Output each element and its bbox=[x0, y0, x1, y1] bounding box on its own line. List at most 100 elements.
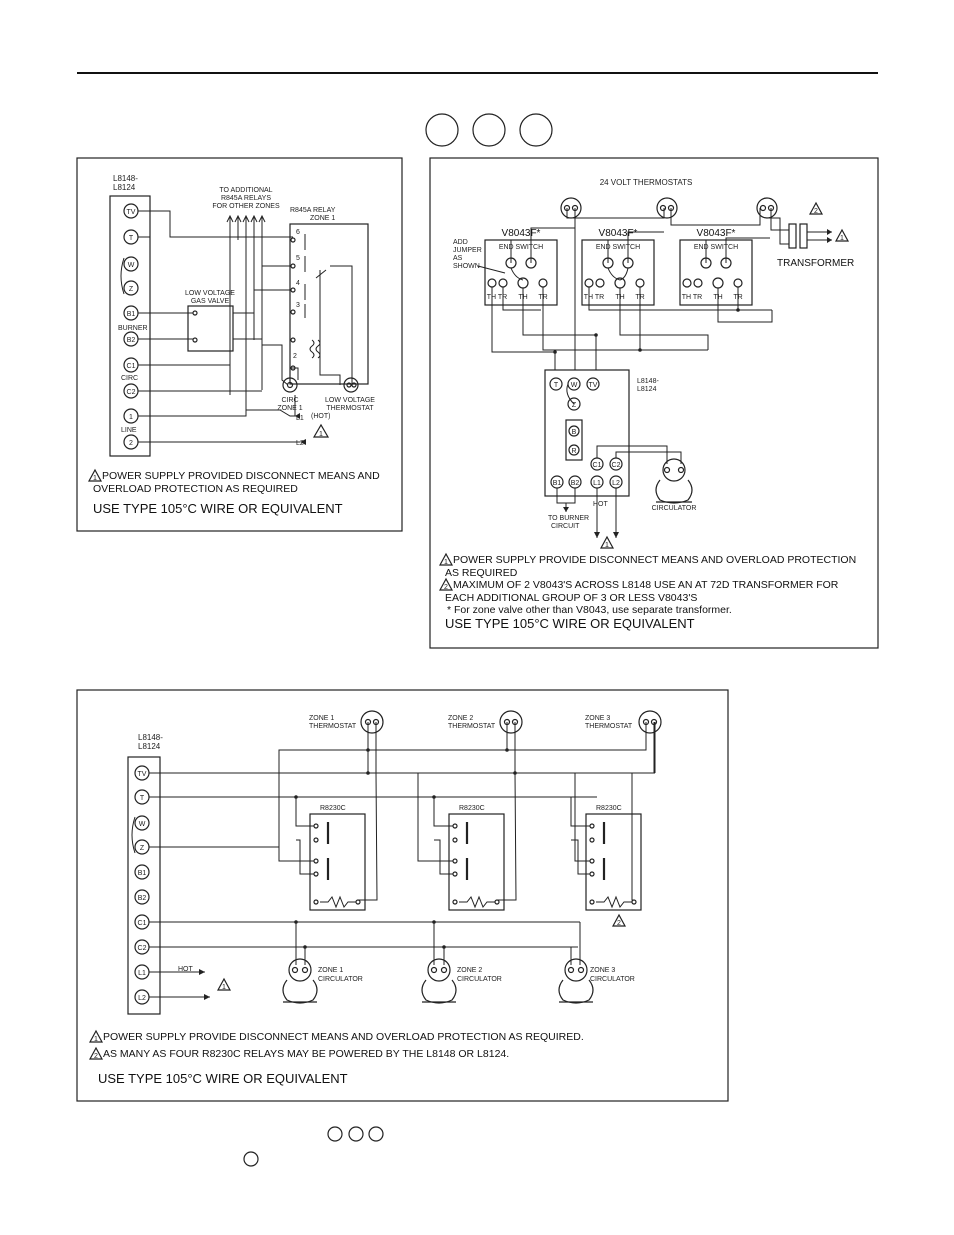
fig2-ct-b1: B1 bbox=[553, 480, 562, 487]
fig3-note-2: AS MANY AS FOUR R8230C RELAYS MAY BE POW… bbox=[103, 1048, 509, 1060]
fig3-zone-1-circ-2: CIRCULATOR bbox=[318, 976, 363, 983]
fig1-term-b2: B2 bbox=[127, 337, 136, 344]
fig1-thermo-label-1: LOW VOLTAGE bbox=[325, 397, 375, 404]
fig1-controller-strip bbox=[109, 195, 151, 457]
fig2-valve-label-1: V8043F* bbox=[502, 228, 541, 239]
fig3-zone-1-thermo-2: THERMOSTAT bbox=[309, 723, 357, 730]
fig2-ct-b: B bbox=[572, 429, 577, 436]
fig2-lower-wires bbox=[556, 445, 682, 538]
fig2-valve-2: V8043F* END SWITCH TH TR TH TR bbox=[581, 228, 655, 306]
fig1-line-label: LINE bbox=[121, 427, 137, 434]
fig2-jumper-1: ADD bbox=[453, 239, 468, 246]
transformer-icon bbox=[788, 223, 832, 249]
fig2-note-2a: MAXIMUM OF 2 V8043'S ACROSS L8148 USE AN… bbox=[453, 579, 839, 591]
fig1-term-z: Z bbox=[129, 286, 134, 293]
fig3-term-w: W bbox=[139, 821, 146, 828]
fig2-to-burner-2: CIRCUIT bbox=[551, 523, 580, 530]
fig1-gas-valve-1: LOW VOLTAGE bbox=[185, 290, 235, 297]
fig3-hot-label: HOT bbox=[178, 966, 194, 973]
fig2-header: 24 VOLT THERMOSTATS bbox=[600, 178, 693, 187]
fig3-zone-3: ZONE 3 THERMOSTAT R8230C ZONE 3 CIRCULAT… bbox=[507, 710, 662, 1004]
fig2-ct-c1: C1 bbox=[593, 462, 602, 469]
fig3-zone-1-relay-label: R8230C bbox=[320, 805, 346, 812]
fig3-terminals: TV T W Z B1 B2 C1 C2 L1 L2 bbox=[131, 765, 150, 1005]
heading-circles bbox=[425, 113, 553, 147]
fig1-relay-term-4: 4 bbox=[296, 280, 300, 287]
fig3-zone-2-relay-label: R8230C bbox=[459, 805, 485, 812]
figure-2-frame bbox=[429, 157, 879, 649]
fig1-warning-icon: 1 bbox=[312, 423, 330, 438]
fig3-term-l1: L1 bbox=[138, 970, 146, 977]
fig2-valve-3: V8043F* END SWITCH TH TR TH TR bbox=[679, 228, 753, 306]
fig2-warning-2: 2 bbox=[814, 208, 818, 215]
fig1-relay-terminals: 6 5 4 3 2 bbox=[290, 229, 353, 371]
fig1-relay-term-5: 5 bbox=[296, 255, 300, 262]
fig2-jumper-3: AS bbox=[453, 255, 463, 262]
figure-1-frame bbox=[76, 157, 403, 532]
fig3-term-c2: C2 bbox=[138, 945, 147, 952]
fig1-note-warning-1: 1 bbox=[93, 475, 97, 482]
fig3-controller-strip bbox=[127, 756, 161, 1015]
bottom-circles bbox=[243, 1126, 384, 1167]
fig3-term-tv: TV bbox=[138, 771, 147, 778]
fig3-term-b1: B1 bbox=[138, 870, 147, 877]
fig3-term-l2: L2 bbox=[138, 995, 146, 1002]
fig1-wire-note: USE TYPE 105°C WIRE OR EQUIVALENT bbox=[93, 501, 343, 516]
fig1-note-1b: OVERLOAD PROTECTION AS REQUIRED bbox=[93, 483, 298, 495]
fig2-ct-w: W bbox=[571, 382, 578, 389]
fig3-hot-warning: 1 bbox=[222, 984, 226, 991]
fig3-relay-warning: 2 bbox=[617, 920, 621, 927]
fig1-term-1: 1 bbox=[129, 414, 133, 421]
fig2-note-2-icon: 2 bbox=[438, 577, 454, 591]
fig2-v2-term-1: TH TR bbox=[584, 294, 604, 301]
fig3-term-b2: B2 bbox=[138, 895, 147, 902]
fig1-gas-valve-2: GAS VALVE bbox=[191, 298, 230, 305]
fig1-to-additional-1: TO ADDITIONAL bbox=[219, 187, 272, 194]
fig2-v1-term-1: TH TR bbox=[487, 294, 507, 301]
fig3-controller-l1: L8148- bbox=[138, 733, 163, 742]
fig2-to-burner-1: TO BURNER bbox=[548, 515, 589, 522]
fig2-ct-tv: TV bbox=[589, 382, 598, 389]
fig2-thermostats bbox=[560, 197, 778, 219]
fig2-jumper-2: JUMPER bbox=[453, 247, 482, 254]
fig1-circ-zone-1: CIRC ZONE 1 bbox=[277, 377, 303, 412]
fig2-end-switch-2: END SWITCH bbox=[596, 244, 640, 251]
fig2-ct-t: T bbox=[554, 382, 559, 389]
fig2-controller-l1: L8148- bbox=[637, 378, 659, 385]
fig1-relay-term-6: 6 bbox=[296, 229, 300, 236]
figure-1: L8148- L8124 TV T W Z B1 B2 C1 C2 1 2 BU… bbox=[76, 157, 403, 532]
fig3-controller-l2: L8124 bbox=[138, 742, 161, 751]
fig2-note-3: * For zone valve other than V8043, use s… bbox=[447, 604, 732, 616]
fig3-zone-3-circ-1: ZONE 3 bbox=[590, 967, 615, 974]
fig3-zone-2: ZONE 2 THERMOSTAT R8230C ZONE 2 CIRCULAT… bbox=[368, 710, 523, 1004]
fig1-term-c1: C1 bbox=[127, 363, 136, 370]
fig1-note-1a: POWER SUPPLY PROVIDED DISCONNECT MEANS A… bbox=[102, 470, 380, 482]
fig3-zone-1-thermo-1: ZONE 1 bbox=[309, 715, 334, 722]
fig2-note-warning-2: 2 bbox=[444, 584, 448, 591]
fig2-end-switch-3: END SWITCH bbox=[694, 244, 738, 251]
fig1-relay-term-3: 3 bbox=[296, 302, 300, 309]
fig2-note-2b: EACH ADDITIONAL GROUP OF 3 OR LESS V8043… bbox=[445, 592, 697, 604]
fig1-term-t: T bbox=[129, 235, 134, 242]
fig3-note-warning-1: 1 bbox=[94, 1036, 98, 1043]
fig3-relay-warning-icon: 2 bbox=[611, 913, 627, 927]
fig1-note-warning-icon: 1 bbox=[87, 468, 103, 482]
fig2-end-switch-1: END SWITCH bbox=[499, 244, 543, 251]
fig3-wire-note: USE TYPE 105°C WIRE OR EQUIVALENT bbox=[98, 1071, 348, 1086]
fig2-warning-1: 1 bbox=[840, 235, 844, 242]
fig3-zone-3-circ-2: CIRCULATOR bbox=[590, 976, 635, 983]
fig2-warning-2-icon: 2 bbox=[808, 201, 824, 215]
fig1-relay-box bbox=[289, 223, 369, 385]
fig3-note-2-icon: 2 bbox=[88, 1046, 104, 1060]
fig3-term-z: Z bbox=[140, 845, 145, 852]
fig3-zone-2-thermo-2: THERMOSTAT bbox=[448, 723, 496, 730]
fig3-note-1: POWER SUPPLY PROVIDE DISCONNECT MEANS AN… bbox=[103, 1031, 584, 1043]
fig2-circulator-icon bbox=[655, 458, 693, 504]
fig2-jumper-4: SHOWN bbox=[453, 263, 480, 270]
fig3-term-c1: C1 bbox=[138, 920, 147, 927]
transformer-label: TRANSFORMER bbox=[777, 258, 854, 269]
fig1-circ-label: CIRC bbox=[121, 375, 138, 382]
fig3-zone-2-thermo-1: ZONE 2 bbox=[448, 715, 473, 722]
fig2-hot-label: HOT bbox=[593, 501, 609, 508]
fig2-hot-warning-icon: 1 bbox=[599, 535, 615, 549]
